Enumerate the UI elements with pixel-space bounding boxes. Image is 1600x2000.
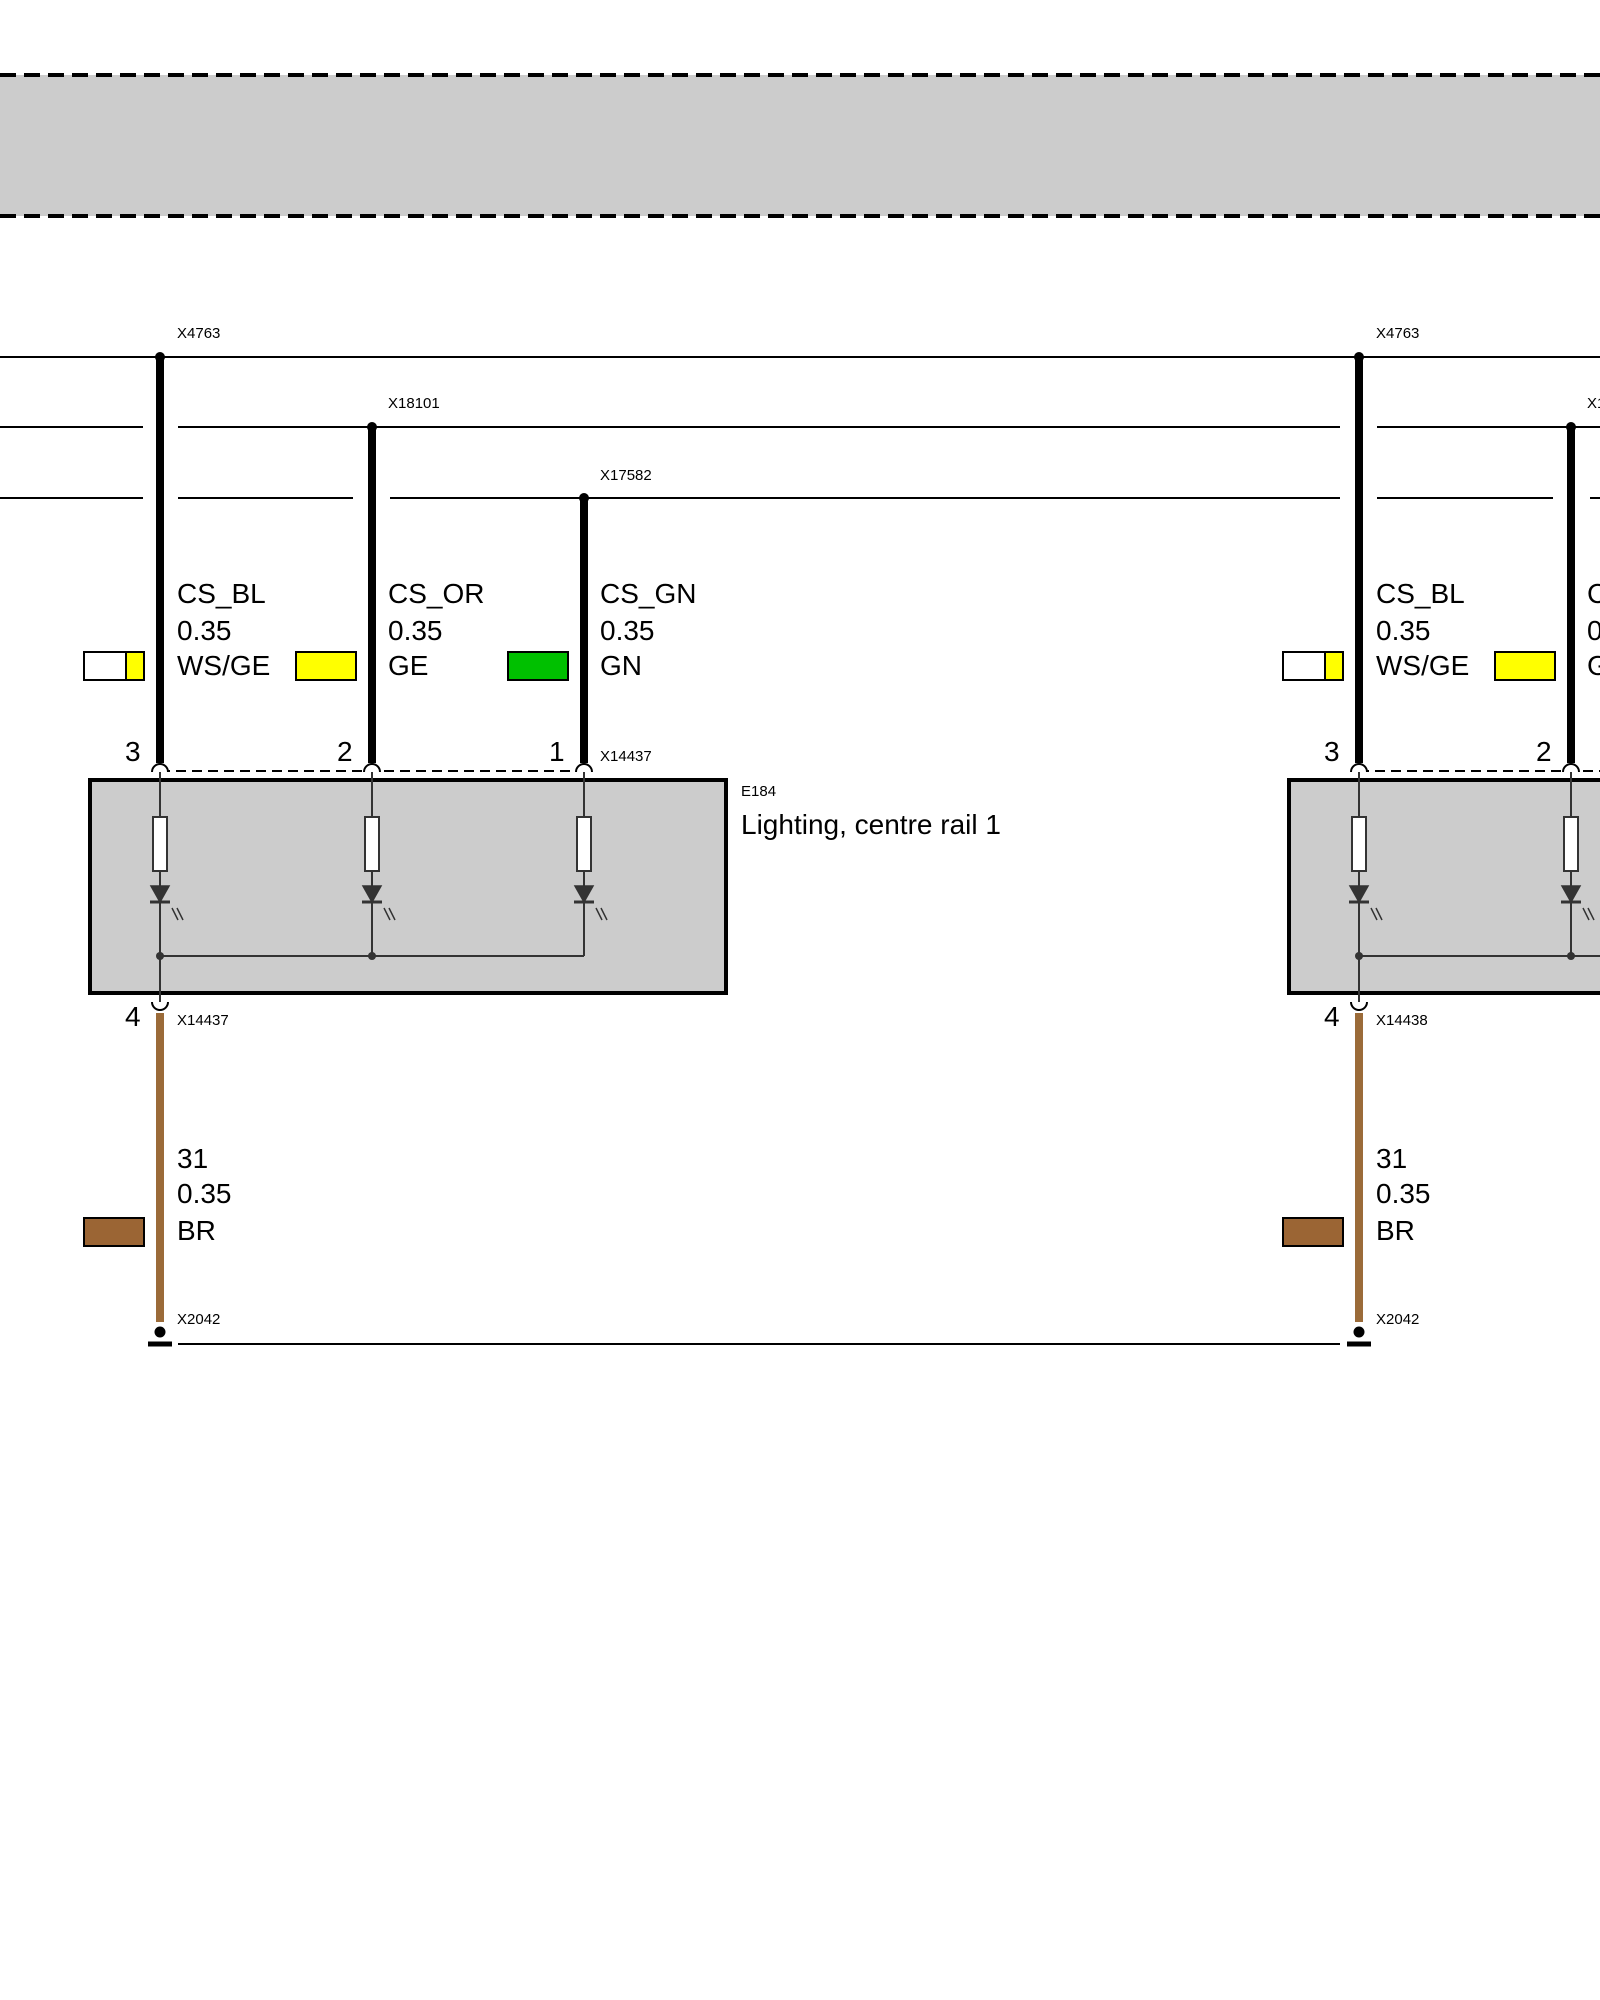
wire-color-code: GE: [388, 650, 428, 681]
wire-signal: CS_BL: [177, 578, 266, 609]
swatch-br: [83, 1217, 145, 1247]
swatch-br-2: [1282, 1217, 1344, 1247]
wire-signal: CS_BL: [1376, 578, 1465, 609]
swatch-ws-2: [1282, 651, 1326, 681]
swatch-gn: [507, 651, 569, 681]
ground-wires: [156, 1013, 1363, 1322]
wire-color-code: BR: [1376, 1215, 1415, 1246]
swatch-ws: [83, 651, 127, 681]
wire-color-code: GN: [600, 650, 642, 681]
wire-color-code-partial: G: [1587, 650, 1600, 681]
module-id: E184: [741, 783, 776, 800]
pin-arcs: [151, 763, 1580, 1011]
swatch-ge-3: [1324, 651, 1344, 681]
wire-signal: CS_OR: [388, 578, 484, 609]
connector-label: X4763: [1376, 325, 1419, 342]
wire-signal: 31: [177, 1143, 208, 1174]
connector-label: X1: [1587, 395, 1600, 412]
connector-label: X4763: [177, 325, 220, 342]
pin-number: 4: [1324, 1001, 1340, 1032]
module-2: [1287, 772, 1600, 1002]
pin-number: 2: [1536, 736, 1552, 767]
connector-label: X2042: [1376, 1311, 1419, 1328]
module-2-box: [1287, 778, 1600, 995]
connector-label: X18101: [388, 395, 440, 412]
wire-size: 0.35: [388, 615, 443, 646]
wire-size-partial: 0: [1587, 615, 1600, 646]
connector-label: X14438: [1376, 1012, 1428, 1029]
connector-label: X14437: [177, 1012, 229, 1029]
wire-signal: 31: [1376, 1143, 1407, 1174]
ground-symbols: [148, 1326, 1371, 1347]
pin-number: 3: [125, 736, 141, 767]
wire-size: 0.35: [600, 615, 655, 646]
pin-number: 2: [337, 736, 353, 767]
swatch-ge: [125, 651, 145, 681]
wire-signal: CS_GN: [600, 578, 696, 609]
wire-size: 0.35: [177, 1178, 232, 1209]
pin-number: 4: [125, 1001, 141, 1032]
connector-label: X17582: [600, 467, 652, 484]
wire-size: 0.35: [177, 615, 232, 646]
wire-color-code: WS/GE: [177, 650, 270, 681]
wire-signal-partial: C: [1587, 578, 1600, 609]
swatch-ge-2: [295, 651, 357, 681]
wire-color-code: BR: [177, 1215, 216, 1246]
color-swatches: [83, 651, 1556, 1247]
pin-number: 1: [549, 736, 565, 767]
swatch-ge-4: [1494, 651, 1556, 681]
connector-label: X2042: [177, 1311, 220, 1328]
wire-color-code: WS/GE: [1376, 650, 1469, 681]
header-banner: [0, 75, 1600, 216]
connector-label: X14437: [600, 748, 652, 765]
pin-number: 3: [1324, 736, 1340, 767]
wire-size: 0.35: [1376, 615, 1431, 646]
led-icons: [149, 885, 608, 921]
module-e184-box: [88, 778, 728, 995]
module-e184: [88, 772, 728, 1002]
module-name: Lighting, centre rail 1: [741, 809, 1001, 840]
signal-wires: [156, 357, 1575, 763]
wire-size: 0.35: [1376, 1178, 1431, 1209]
